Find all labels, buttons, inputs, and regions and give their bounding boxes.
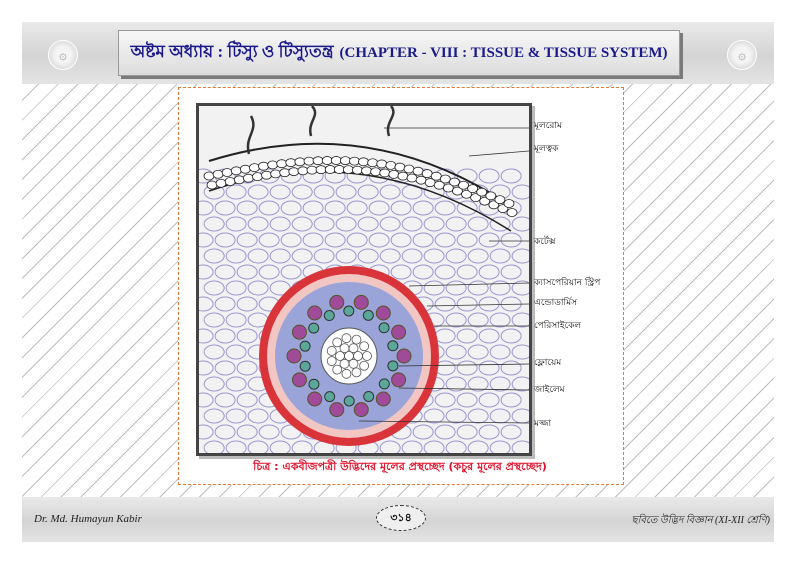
chapter-title-bn: অষ্টম অধ্যায় : টিস্যু ও টিস্যুতন্ত্র bbox=[130, 42, 334, 61]
label-xylem: জাইলেম bbox=[534, 385, 565, 395]
chapter-title: অষ্টম অধ্যায় : টিস্যু ও টিস্যুতন্ত্র (C… bbox=[118, 30, 680, 76]
label-endodermis: এন্ডোডার্মিস bbox=[534, 298, 578, 308]
label-epiblema: মূলত্বক bbox=[534, 144, 559, 154]
chapter-title-en: (CHAPTER - VIII : TISSUE & TISSUE SYSTEM… bbox=[339, 44, 668, 61]
figure-caption: চিত্র : একবীজপত্রী উদ্ভিদের মূলের প্রস্থ… bbox=[253, 460, 547, 473]
label-cortex: কর্টেক্স bbox=[534, 237, 556, 247]
root-cross-section-figure bbox=[192, 103, 533, 456]
label-phloem: ফ্লোয়েম bbox=[534, 358, 562, 368]
right-ornament-icon: ۞ bbox=[727, 40, 757, 70]
label-root-hair: মূলরোম bbox=[534, 121, 562, 131]
root-diagram bbox=[192, 105, 533, 456]
label-casparian-strip: ক্যাসপেরিয়ান স্ট্রিপ bbox=[534, 278, 601, 288]
label-pericycle: পেরিসাইকেল bbox=[534, 321, 582, 331]
author-name: Dr. Md. Humayun Kabir bbox=[34, 513, 142, 525]
label-pith: মজ্জা bbox=[534, 419, 552, 429]
left-ornament-icon: ۞ bbox=[48, 40, 78, 70]
book-title: ছবিতে উদ্ভিদ বিজ্ঞান (XI-XII শ্রেণি) bbox=[631, 515, 770, 526]
page-number: ৩১৪ bbox=[376, 505, 426, 531]
